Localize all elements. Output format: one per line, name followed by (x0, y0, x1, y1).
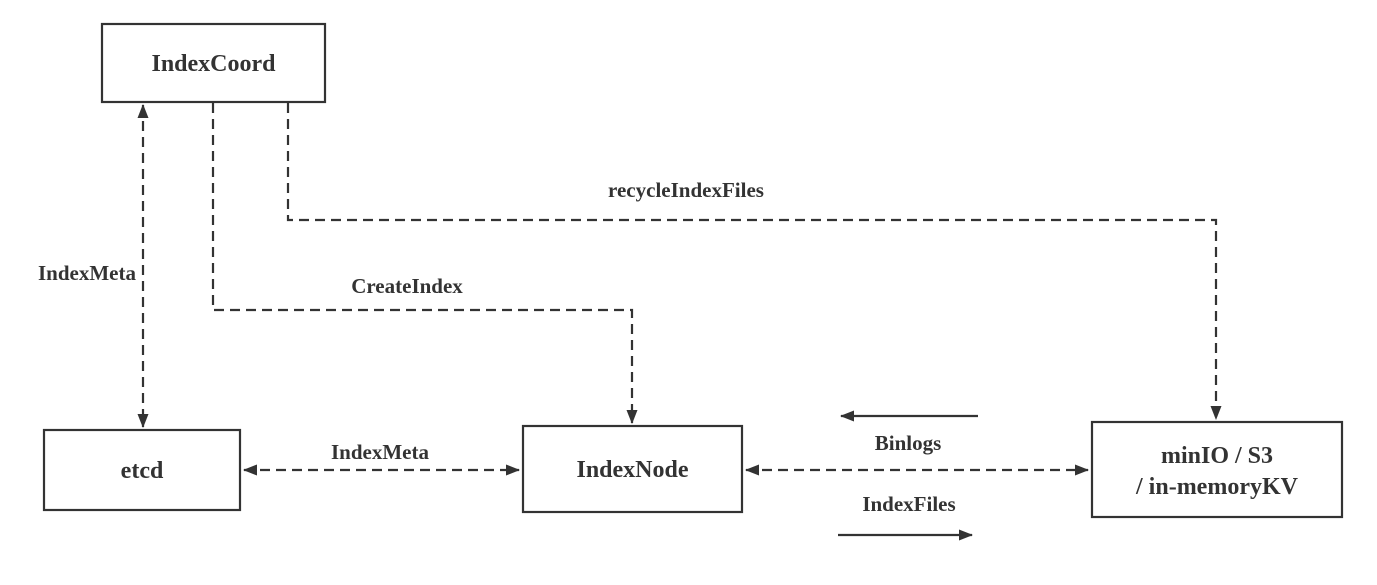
edge-recycleindexfiles (286, 103, 1222, 420)
edge-label-createindex: CreateIndex (351, 274, 463, 298)
edge-label-indexfiles: IndexFiles (862, 492, 955, 516)
edge-label-recycleindexfiles: recycleIndexFiles (608, 178, 764, 202)
edge-createindex (211, 103, 638, 424)
node-etcd: etcd (42, 428, 242, 512)
storage-box (1090, 420, 1344, 519)
edge-label-binlogs: Binlogs (875, 431, 942, 455)
node-indexnode: IndexNode (521, 424, 744, 514)
indexcoord-label: IndexCoord (151, 51, 276, 77)
storage-label-line2: / in-memoryKV (1135, 474, 1299, 500)
node-storage: minIO / S3 / in-memoryKV (1090, 420, 1344, 519)
node-indexcoord: IndexCoord (100, 22, 327, 104)
storage-label-line1: minIO / S3 (1161, 443, 1273, 469)
edge-label-indexmeta-horizontal: IndexMeta (331, 440, 429, 464)
indexnode-box (521, 424, 744, 514)
etcd-box (42, 428, 242, 512)
indexnode-label: IndexNode (576, 457, 688, 483)
etcd-label: etcd (121, 458, 164, 484)
indexcoord-box (100, 22, 327, 104)
edge-label-indexmeta-vertical: IndexMeta (38, 261, 136, 285)
